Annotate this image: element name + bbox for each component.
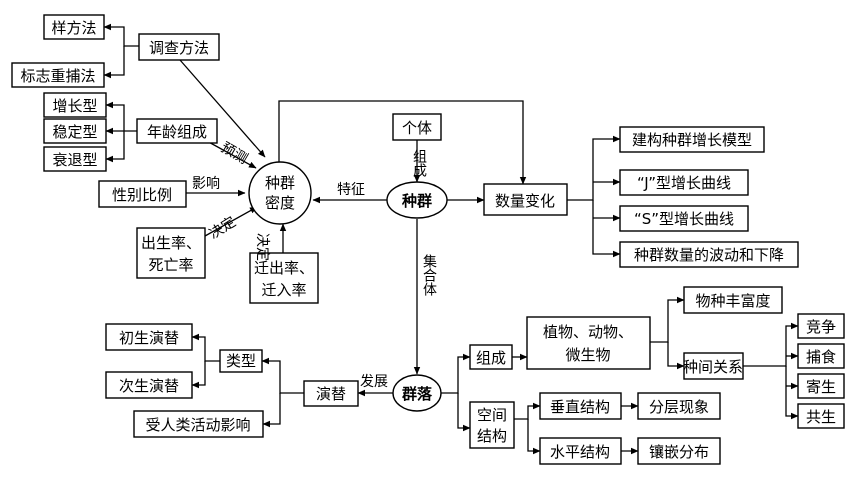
node-j-curve-label: “J”型增长曲线: [637, 174, 731, 192]
node-mutualism-label: 共生: [806, 408, 836, 426]
node-horizontal-structure-label: 水平结构: [550, 443, 610, 461]
node-secondary-succession-label: 次生演替: [119, 377, 179, 395]
node-age-structure-label: 年龄组成: [147, 123, 207, 141]
edge-label-compose: 组成: [411, 149, 427, 178]
node-fluctuation: 种群数量的波动和下降: [619, 241, 799, 268]
node-s-curve-label: “S”型增长曲线: [634, 210, 734, 228]
node-secondary-succession: 次生演替: [105, 371, 193, 399]
node-predation: 捕食: [797, 343, 845, 369]
edges: [103, 23, 799, 455]
node-spatial-line1: 空间: [477, 406, 507, 424]
node-individual-label: 个体: [402, 119, 432, 137]
node-species-richness-label: 物种丰富度: [695, 292, 770, 310]
edge-label-determine-birth: 决定: [207, 214, 239, 242]
node-competition: 竞争: [797, 313, 845, 339]
node-decline-type-label: 衰退型: [52, 151, 97, 169]
node-quadrat: 样方法: [43, 14, 105, 40]
node-j-curve: “J”型增长曲线: [619, 169, 749, 196]
node-vertical-structure: 垂直结构: [539, 392, 622, 420]
node-spatial-structure: 空间 结构: [469, 401, 515, 449]
node-density-line1: 种群: [265, 174, 295, 192]
edge-label-predict: 预测: [218, 140, 250, 168]
node-build-model-label: 建构种群增长模型: [632, 131, 752, 149]
node-sex-ratio-label: 性别比例: [112, 186, 172, 204]
node-fluctuation-label: 种群数量的波动和下降: [634, 246, 784, 264]
node-community-label: 群落: [402, 385, 433, 403]
node-primary-succession: 初生演替: [105, 323, 193, 351]
node-survey-methods: 调查方法: [138, 33, 220, 61]
node-mutualism: 共生: [797, 403, 845, 429]
node-stable-type-label: 稳定型: [52, 123, 97, 141]
node-succession: 演替: [303, 380, 359, 407]
node-density-line2: 密度: [265, 194, 295, 212]
node-sex-ratio: 性别比例: [98, 180, 187, 208]
node-human-influence-label: 受人类活动影响: [145, 416, 250, 434]
node-stable-type: 稳定型: [43, 118, 107, 144]
node-mark-recapture: 标志重捕法: [11, 62, 105, 88]
node-migration-rate: 迁出率、 迁入率: [249, 252, 319, 304]
edge-labels: 预测 影响 决定 决定 特征 组成 集合体 发展: [192, 140, 437, 390]
node-composition-label: 组成: [476, 349, 506, 367]
node-spatial-line2: 结构: [477, 427, 507, 445]
edge-label-determine-migration: 决定: [254, 233, 270, 261]
node-organisms-line1: 植物、动物、: [543, 323, 633, 341]
node-community: 群落: [392, 374, 442, 412]
node-type-label: 类型: [226, 352, 256, 370]
node-decline-type: 衰退型: [43, 146, 107, 172]
node-quadrat-label: 样方法: [51, 19, 96, 37]
node-individual: 个体: [392, 113, 442, 141]
node-organisms-line2: 微生物: [565, 346, 610, 364]
node-quantity-change: 数量变化: [483, 183, 568, 216]
node-organisms: 植物、动物、 微生物: [526, 316, 651, 370]
node-species-richness: 物种丰富度: [683, 286, 783, 314]
node-population-label: 种群: [401, 192, 432, 210]
node-type: 类型: [219, 349, 263, 373]
node-composition: 组成: [469, 344, 513, 370]
node-mark-recapture-label: 标志重捕法: [20, 67, 95, 85]
node-birth-death-line2: 死亡率: [148, 256, 193, 274]
node-competition-label: 竞争: [806, 318, 836, 336]
node-parasitism-label: 寄生: [806, 378, 836, 396]
node-primary-succession-label: 初生演替: [119, 329, 179, 347]
node-stratification: 分层现象: [637, 392, 721, 420]
edge-label-influence: 影响: [192, 176, 220, 192]
node-mosaic: 镶嵌分布: [637, 437, 721, 465]
edge-label-develop: 发展: [360, 374, 388, 390]
node-parasitism: 寄生: [797, 373, 845, 399]
node-build-model: 建构种群增长模型: [619, 126, 765, 153]
node-horizontal-structure: 水平结构: [539, 437, 622, 465]
node-birth-death-rate: 出生率、 死亡率: [136, 227, 206, 279]
node-survey-methods-label: 调查方法: [149, 39, 209, 57]
node-succession-label: 演替: [316, 385, 346, 403]
node-human-influence: 受人类活动影响: [133, 410, 264, 438]
node-birth-death-line1: 出生率、: [141, 234, 201, 252]
node-quantity-change-label: 数量变化: [495, 192, 555, 210]
nodes: 样方法 标志重捕法 调查方法 增长型 稳定型 衰退型 年龄组成: [11, 14, 845, 465]
node-growth-type: 增长型: [43, 92, 107, 118]
node-vertical-structure-label: 垂直结构: [550, 398, 610, 416]
node-population-density: 种群 密度: [248, 161, 312, 225]
node-population: 种群: [386, 181, 448, 219]
node-stratification-label: 分层现象: [649, 398, 709, 416]
node-migration-line1: 迁出率、: [254, 259, 314, 277]
node-interspecific-label: 种间关系: [683, 358, 743, 376]
node-migration-line2: 迁入率: [261, 281, 306, 299]
node-mosaic-label: 镶嵌分布: [649, 443, 709, 461]
node-interspecific: 种间关系: [683, 352, 744, 380]
node-age-structure: 年龄组成: [136, 118, 218, 144]
node-s-curve: “S”型增长曲线: [619, 205, 749, 232]
edge-label-feature: 特征: [337, 182, 365, 198]
edge-label-aggregate: 集合体: [421, 253, 437, 296]
node-growth-type-label: 增长型: [52, 97, 97, 115]
node-predation-label: 捕食: [806, 348, 836, 366]
